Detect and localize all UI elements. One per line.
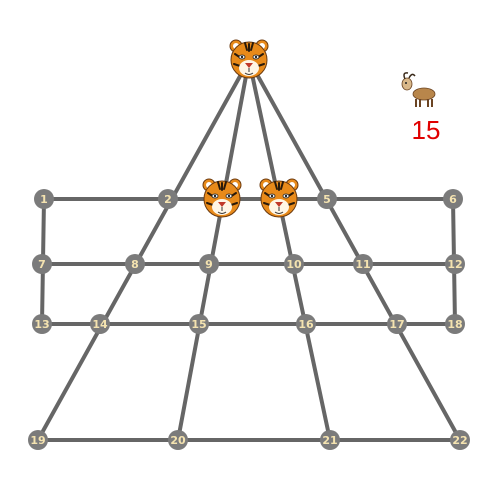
board-node-1[interactable]: 1 xyxy=(34,189,54,209)
tiger-icon[interactable] xyxy=(229,39,269,79)
board-node-22[interactable]: 22 xyxy=(450,430,470,450)
pieces-layer xyxy=(202,39,299,218)
board-nodes: 12345678910111213141516171819202122 xyxy=(28,189,470,450)
node-marker[interactable] xyxy=(284,254,304,274)
board-node-20[interactable]: 20 xyxy=(168,430,188,450)
node-marker[interactable] xyxy=(90,314,110,334)
board-lines xyxy=(36,58,462,442)
board-node-19[interactable]: 19 xyxy=(28,430,48,450)
board-node-21[interactable]: 21 xyxy=(320,430,340,450)
node-marker[interactable] xyxy=(443,189,463,209)
board-node-7[interactable]: 7 xyxy=(32,254,52,274)
node-marker[interactable] xyxy=(168,430,188,450)
node-marker[interactable] xyxy=(125,254,145,274)
tiger-icon[interactable] xyxy=(259,178,299,218)
goat-counter: 15 xyxy=(401,72,441,145)
node-marker[interactable] xyxy=(189,314,209,334)
board-node-17[interactable]: 17 xyxy=(387,314,407,334)
board-node-15[interactable]: 15 xyxy=(189,314,209,334)
board-node-11[interactable]: 11 xyxy=(353,254,373,274)
board-node-2[interactable]: 2 xyxy=(158,189,178,209)
node-marker[interactable] xyxy=(32,254,52,274)
node-marker[interactable] xyxy=(450,430,470,450)
node-marker[interactable] xyxy=(387,314,407,334)
node-marker[interactable] xyxy=(32,314,52,334)
board-node-6[interactable]: 6 xyxy=(443,189,463,209)
board-node-13[interactable]: 13 xyxy=(32,314,52,334)
node-marker[interactable] xyxy=(445,314,465,334)
board-node-8[interactable]: 8 xyxy=(125,254,145,274)
node-marker[interactable] xyxy=(34,189,54,209)
goat-icon xyxy=(401,72,436,107)
board-node-9[interactable]: 9 xyxy=(199,254,219,274)
board-node-14[interactable]: 14 xyxy=(90,314,110,334)
board-node-5[interactable]: 5 xyxy=(317,189,337,209)
board-line xyxy=(247,58,462,442)
node-marker[interactable] xyxy=(317,189,337,209)
node-marker[interactable] xyxy=(199,254,219,274)
node-marker[interactable] xyxy=(28,430,48,450)
board-node-18[interactable]: 18 xyxy=(445,314,465,334)
tiger-icon[interactable] xyxy=(202,178,242,218)
board-line xyxy=(247,58,332,442)
board-node-16[interactable]: 16 xyxy=(296,314,316,334)
board-node-10[interactable]: 10 xyxy=(284,254,304,274)
goats-remaining-count: 15 xyxy=(412,115,441,145)
node-marker[interactable] xyxy=(158,189,178,209)
node-marker[interactable] xyxy=(353,254,373,274)
board-node-12[interactable]: 12 xyxy=(445,254,465,274)
node-marker[interactable] xyxy=(445,254,465,274)
board-line xyxy=(36,58,251,442)
node-marker[interactable] xyxy=(320,430,340,450)
board-line xyxy=(176,58,251,442)
node-marker[interactable] xyxy=(296,314,316,334)
